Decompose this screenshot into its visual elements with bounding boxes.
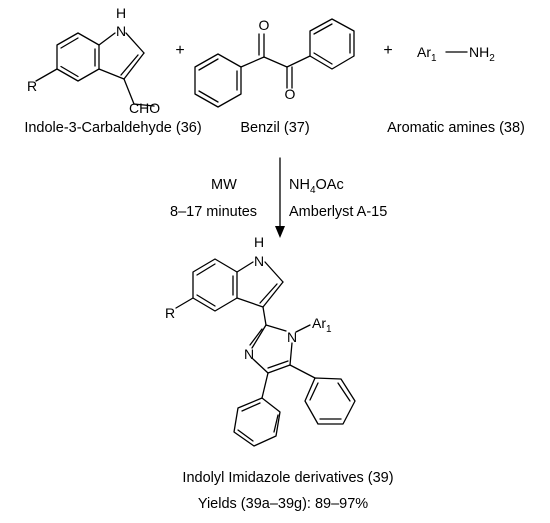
product-aryl-group: Ar1 [312,315,332,335]
benzil-right-phenyl [309,18,355,70]
product-yields: Yields (39a–39g): 89–97% [198,496,368,512]
benzil-label: Benzil (37) [240,120,309,136]
indole-aldehyde-group: CHO [129,100,160,116]
product-imine-nitrogen: N [244,346,254,362]
product-aryl-nitrogen: N [287,329,297,345]
condition-microwave: MW [211,177,237,193]
amine-nh2-group: NH2 [469,44,495,64]
benzil-structure: O O [194,17,355,108]
indole-pyrrole-ring [98,32,155,107]
product-indole-benzene-ring [175,258,238,312]
amine-aryl-group: Ar1 [417,44,437,64]
product-imidazole-ring [249,324,311,374]
product-structure: H N R N N Ar1 [165,234,356,447]
plus-sign-2: + [383,42,392,59]
plus-sign-1: + [175,42,184,59]
indole-r-group: R [27,78,37,94]
indole-benzene-ring [35,32,100,82]
product-phenyl-right [289,364,356,425]
indole-carbaldehyde-structure: H N R CHO [27,5,160,116]
benzil-left-phenyl [194,53,242,108]
product-nh-hydrogen: H [254,234,264,250]
product-label: Indolyl Imidazole derivatives (39) [182,470,393,486]
condition-catalyst: Amberlyst A-15 [289,204,387,220]
benzil-oxygen-bottom: O [285,86,296,102]
indole-nitrogen: N [116,23,126,39]
indole-label: Indole-3-Carbaldehyde (36) [24,120,201,136]
condition-time: 8–17 minutes [170,204,257,220]
product-indole-pyrrole-ring [236,261,284,326]
product-phenyl-left [233,372,281,447]
benzil-oxygen-top: O [259,17,270,33]
aromatic-amine-structure: Ar1 NH2 [417,44,495,64]
condition-reagent: NH4OAc [289,177,344,196]
product-indole-nitrogen: N [254,253,264,269]
indole-nh-hydrogen: H [116,5,126,21]
product-r-group: R [165,305,175,321]
reaction-arrow [275,157,285,238]
amine-label: Aromatic amines (38) [387,120,525,136]
